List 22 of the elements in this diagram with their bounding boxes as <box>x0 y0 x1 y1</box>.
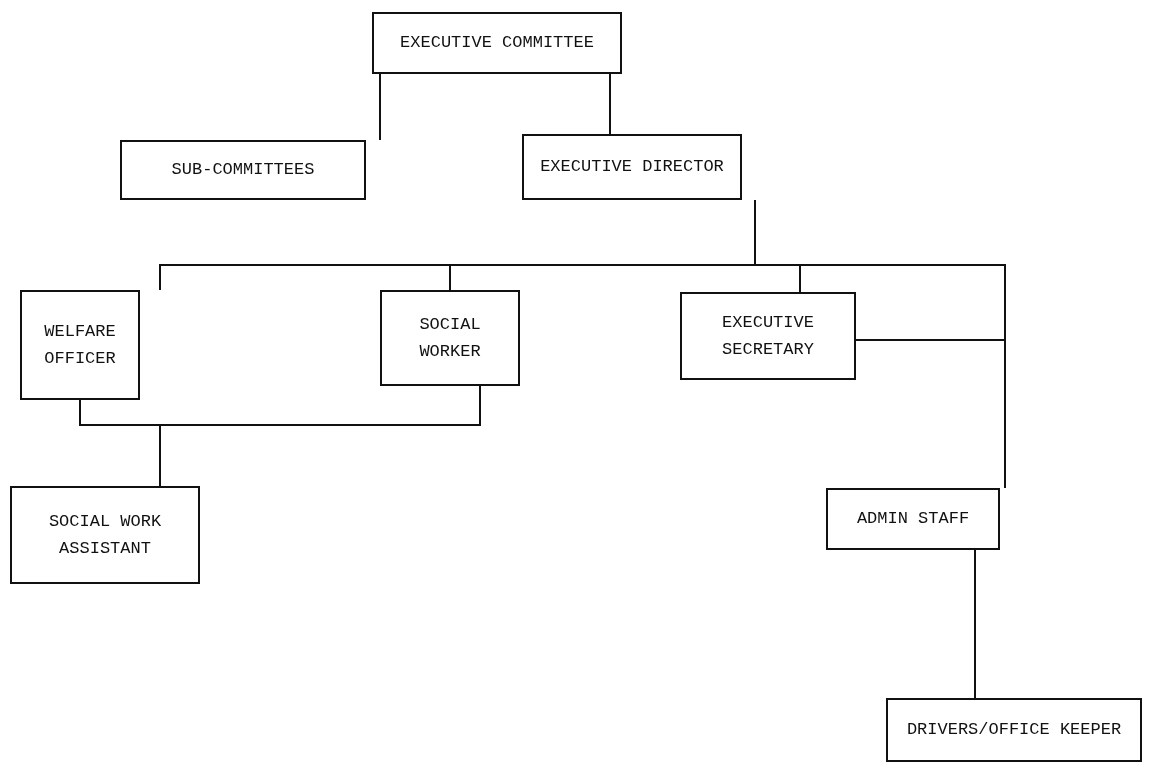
role-title: SOCIAL WORK ASSISTANT <box>47 510 163 560</box>
role-title: EXECUTIVE COMMITTEE <box>400 32 594 55</box>
role-box <box>10 486 200 584</box>
connector-line <box>974 549 976 699</box>
role-box <box>886 698 1142 762</box>
connector-line <box>379 73 381 141</box>
connector-line <box>855 339 1006 489</box>
role-box <box>380 290 520 386</box>
role-box <box>372 12 622 74</box>
connector-line <box>609 73 611 135</box>
role-title: ADMIN STAFF <box>856 508 970 531</box>
role-title: DRIVERS/OFFICE KEEPER <box>906 719 1122 742</box>
role-box <box>120 140 366 200</box>
role-title: EXECUTIVE SECRETARY <box>721 311 815 361</box>
role-title: WELFARE OFFICER <box>43 320 117 370</box>
role-title: SOCIAL WORKER <box>418 313 482 363</box>
role-box <box>680 292 856 380</box>
role-box <box>826 488 1000 550</box>
role-box <box>20 290 140 400</box>
role-box <box>522 134 742 200</box>
role-title: SUB-COMMITTEES <box>171 159 315 182</box>
role-title: EXECUTIVE DIRECTOR <box>540 156 724 179</box>
